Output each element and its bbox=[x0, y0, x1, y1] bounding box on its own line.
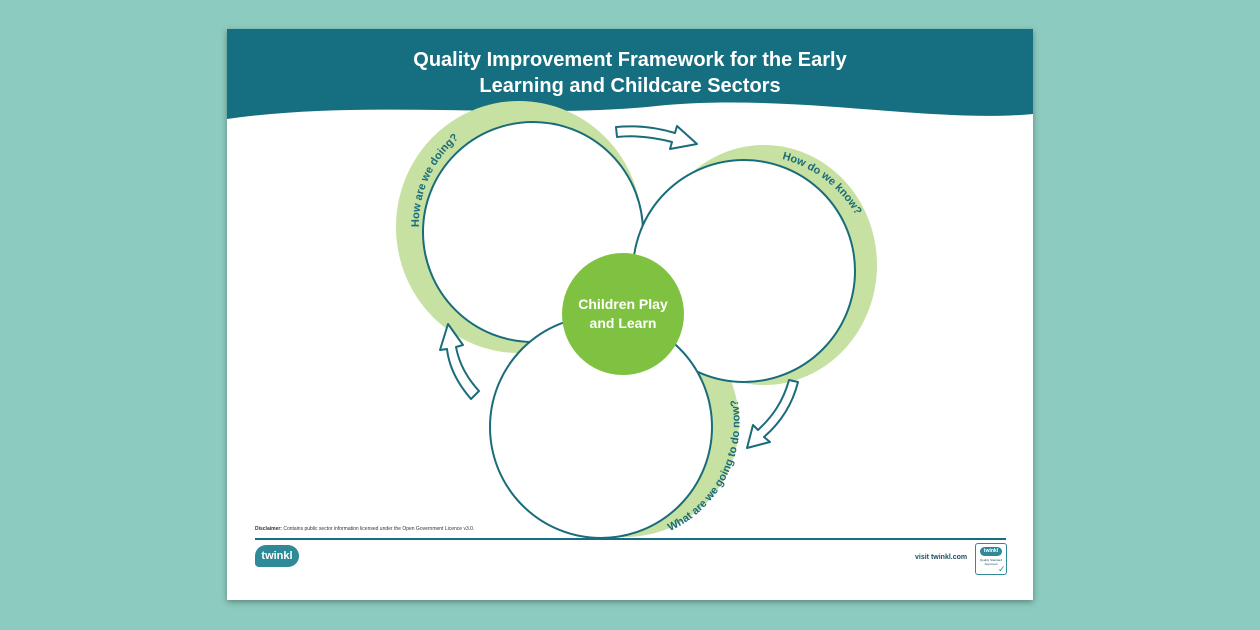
center-label-line-1: Children Play bbox=[578, 296, 668, 312]
cycle-arrow-icon bbox=[439, 323, 480, 400]
disclaimer: Disclaimer: Contains public sector infor… bbox=[255, 526, 474, 532]
title-line-2: Learning and Childcare Sectors bbox=[479, 75, 781, 97]
quality-badge-icon: twinkl Quality Standard Approved ✓ bbox=[975, 543, 1007, 575]
cycle-arrow-icon bbox=[615, 125, 698, 150]
logo-text: twinkl bbox=[261, 550, 293, 562]
header-banner bbox=[227, 29, 1033, 119]
cycle-arrow-icon bbox=[746, 379, 799, 449]
page-title: Quality Improvement Framework for the Ea… bbox=[227, 47, 1033, 99]
worksheet-page: Quality Improvement Framework for the Ea… bbox=[227, 29, 1033, 600]
badge-line-2: Approved bbox=[984, 562, 998, 566]
footer-divider bbox=[255, 538, 1006, 540]
badge-top: twinkl bbox=[980, 547, 1002, 556]
disclaimer-text: Contains public sector information licen… bbox=[281, 526, 475, 532]
center-circle bbox=[562, 253, 684, 375]
center-label: Children Play and Learn bbox=[562, 254, 684, 374]
disclaimer-label: Disclaimer: bbox=[255, 526, 282, 532]
twinkl-logo[interactable]: twinkl bbox=[255, 545, 299, 567]
cycle-diagram: How are we doing? How do we know? What a… bbox=[396, 101, 877, 539]
badge-text: Quality Standard Approved bbox=[977, 558, 1005, 566]
visit-link[interactable]: visit twinkl.com bbox=[915, 554, 968, 561]
badge-line-1: Quality Standard bbox=[979, 558, 1003, 562]
title-line-1: Quality Improvement Framework for the Ea… bbox=[413, 49, 847, 71]
center-label-line-2: and Learn bbox=[589, 315, 657, 331]
check-icon: ✓ bbox=[998, 564, 1006, 574]
